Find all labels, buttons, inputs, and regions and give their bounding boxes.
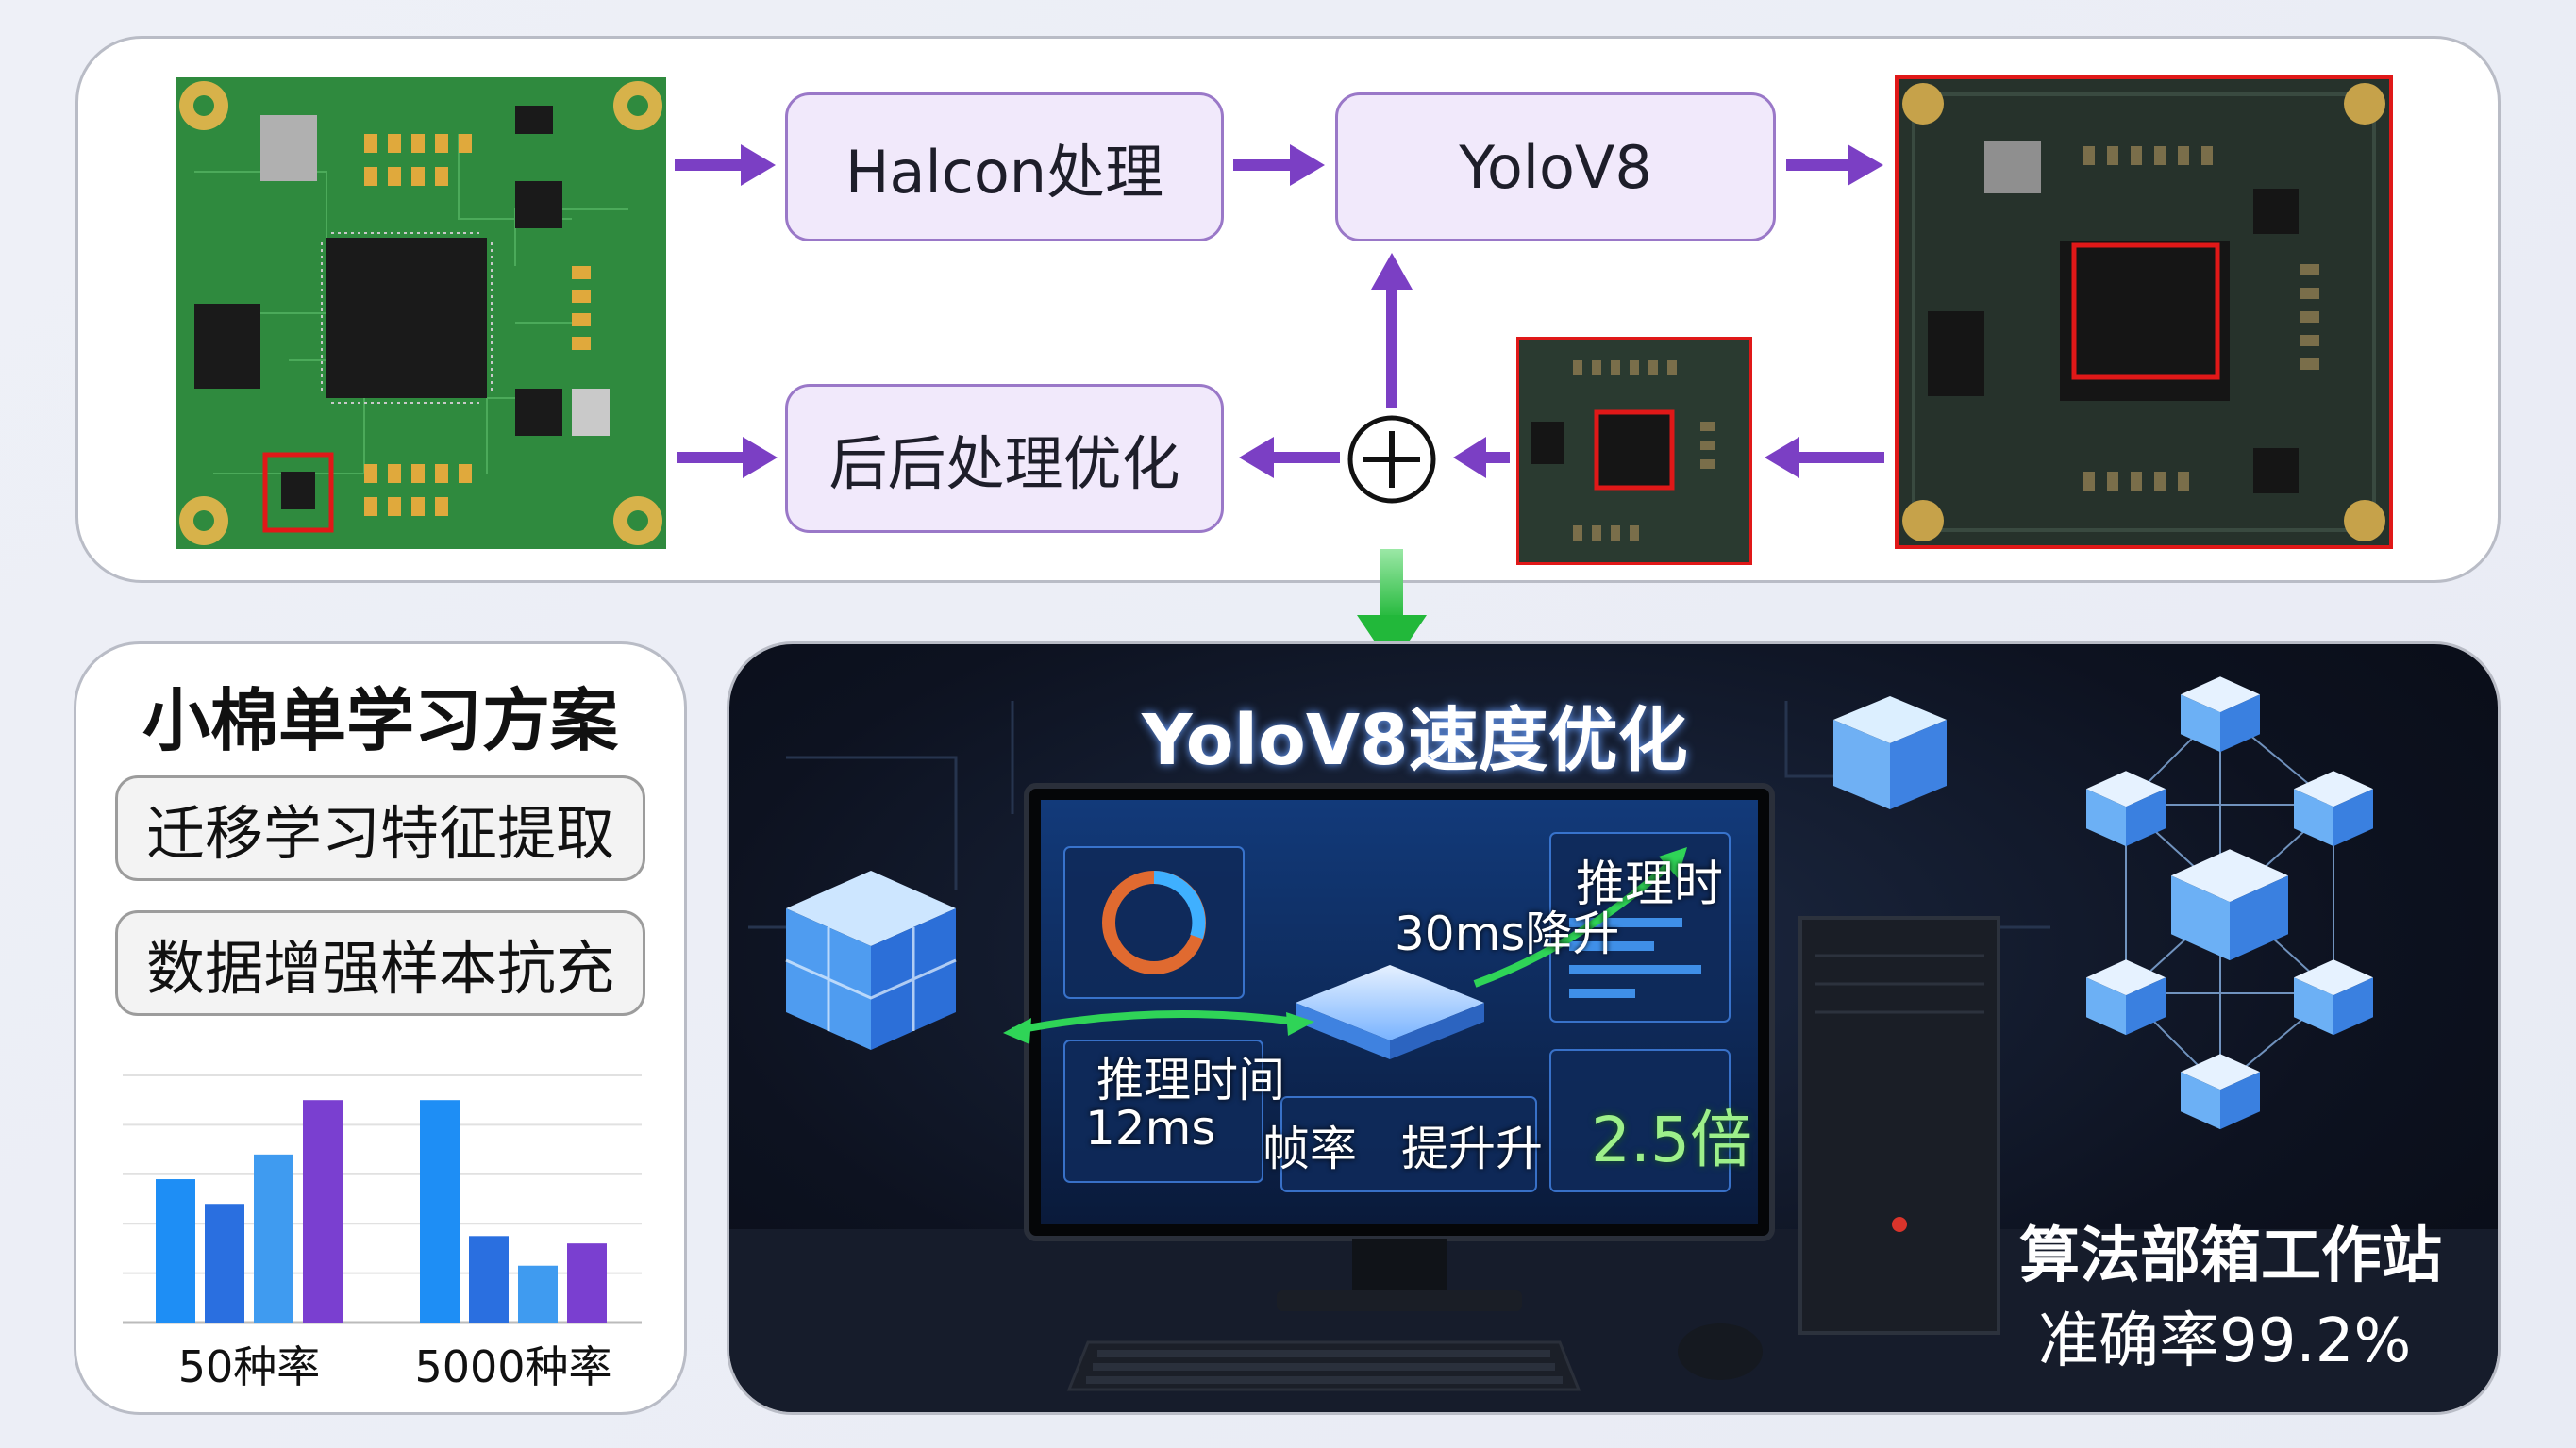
cube-face — [2333, 977, 2373, 1036]
yolov8-step-box: YoloV8 — [1335, 92, 1776, 241]
chart-gridlines — [123, 1074, 642, 1324]
speed-30ms-label: 30ms降升 — [1395, 907, 1620, 961]
cube-face — [2294, 789, 2333, 847]
infer-ms-value: 12ms — [1085, 1101, 1216, 1156]
arrow-down-green — [1357, 549, 1427, 667]
transfer-learning-item: 迁移学习特征提取 — [115, 775, 645, 881]
cube-face — [2171, 875, 2230, 961]
chart-category-label: 50种率 — [178, 1341, 321, 1392]
chart-bar — [469, 1236, 509, 1323]
chart-bar — [156, 1179, 195, 1323]
arrow-left-1 — [1239, 437, 1340, 478]
mouse — [1678, 1323, 1763, 1380]
chart-bar — [303, 1100, 343, 1323]
cube-face — [2086, 771, 2166, 807]
detection-result-image — [1895, 75, 2393, 549]
speed-curve — [1012, 1010, 1296, 1035]
cube-face — [2220, 694, 2260, 753]
cube-face — [2126, 977, 2166, 1036]
arrow-left-3 — [1765, 437, 1884, 478]
network-cubes-icon — [2086, 676, 2373, 1130]
accuracy-label: 准确率99.2% — [2038, 1307, 2412, 1376]
arrow-right-1 — [675, 144, 776, 186]
cropped-region-image — [1516, 337, 1752, 565]
left-cube-icon — [785, 871, 957, 1050]
combine-plus-icon — [1347, 415, 1436, 504]
small-sample-title: 小棉单学习方案 — [142, 681, 618, 760]
cube-face — [2181, 1072, 2220, 1130]
workstation-scene — [729, 676, 2498, 1412]
arrow-right-2 — [1233, 144, 1325, 186]
arrow-right-3 — [1786, 144, 1883, 186]
arrow-up-1 — [1371, 253, 1413, 408]
chart-category-labels: 50种率 5000种率 — [178, 1341, 612, 1392]
infer-time-label-2: 推理时间 — [1096, 1053, 1285, 1107]
cube-face — [2294, 771, 2373, 807]
cube-face — [2171, 849, 2288, 903]
cube-face — [2086, 977, 2126, 1036]
pcb-original-image — [176, 77, 666, 549]
workstation-label: 算法部箱工作站 — [2019, 1222, 2442, 1291]
infer-time-label: 推理时 — [1576, 857, 1724, 913]
multiplier-value: 2.5倍 — [1591, 1104, 1752, 1176]
cube-face — [2126, 789, 2166, 847]
halcon-step-box: Halcon处理 — [785, 92, 1224, 241]
pc-tower — [1798, 916, 2000, 1335]
cube-face — [2181, 694, 2220, 753]
speed-title: YoloV8速度优化 — [1142, 700, 1688, 781]
cube-face — [2333, 789, 2373, 847]
chart-bars — [156, 1100, 607, 1323]
chart-category-label: 5000种率 — [414, 1341, 611, 1392]
bar-chart: 50种率 5000种率 — [123, 1074, 642, 1392]
cube-face — [2086, 789, 2126, 847]
chart-bar — [420, 1100, 460, 1323]
chart-bar — [205, 1204, 244, 1323]
cube-face — [2220, 1072, 2260, 1130]
data-augmentation-item: 数据增强样本抗充 — [115, 910, 645, 1016]
chart-bar — [518, 1265, 558, 1323]
speed-optimization-panel — [727, 641, 2501, 1415]
arrow-left-2 — [1453, 437, 1510, 478]
small-cube-icon — [1833, 696, 1947, 809]
arrow-right-4 — [677, 437, 778, 478]
post-processing-step-box: 后后处理优化 — [785, 384, 1224, 533]
fps-label: 帧率 — [1263, 1122, 1357, 1176]
boost-label: 提升升 — [1401, 1122, 1543, 1176]
chart-bar — [567, 1243, 607, 1323]
cube-face — [2230, 875, 2288, 961]
cube-face — [2294, 977, 2333, 1036]
chart-bar — [254, 1154, 293, 1323]
cube-face — [2181, 676, 2260, 713]
